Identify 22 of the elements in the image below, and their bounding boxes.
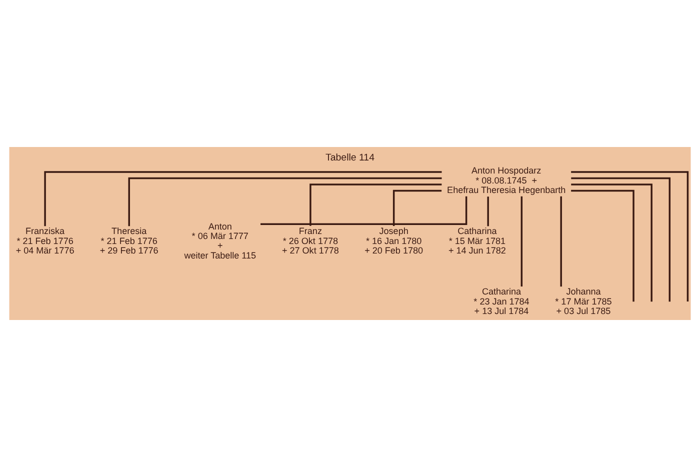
connector [392, 189, 442, 226]
connector [260, 196, 468, 224]
connector [571, 189, 634, 302]
node-text: Theresia * 21 Feb 1776 + 29 Feb 1776 [100, 226, 158, 256]
node-text: Franziska * 21 Feb 1776 + 04 Mär 1776 [16, 226, 74, 256]
node-text: Franz * 26 Okt 1778 + 27 Okt 1778 [282, 226, 339, 256]
connector [560, 196, 562, 286]
connector [487, 196, 489, 226]
connector [310, 183, 442, 226]
node-text: Joseph * 16 Jan 1780 + 20 Feb 1780 [364, 226, 424, 256]
node-text: Anton * 06 Mär 1777 + weiter Tabelle 115 [184, 220, 256, 260]
connector [520, 196, 523, 286]
connector [571, 183, 652, 302]
node-text: Catharina * 23 Jan 1784 + 13 Jul 1784 [474, 286, 530, 316]
diagram-title: Tabelle 114 [326, 152, 374, 163]
connector [571, 176, 671, 302]
connector [571, 170, 689, 302]
connector [44, 170, 442, 226]
node-text: Johanna * 17 Mär 1785 + 03 Jul 1785 [555, 286, 612, 316]
node-text: Catharina * 15 Mär 1781 + 14 Jun 1782 [448, 226, 506, 256]
connector [128, 176, 442, 226]
node-text: Anton Hospodarz * 08.08.1745 + Ehefrau Theresia Hegenbarth [447, 165, 566, 195]
